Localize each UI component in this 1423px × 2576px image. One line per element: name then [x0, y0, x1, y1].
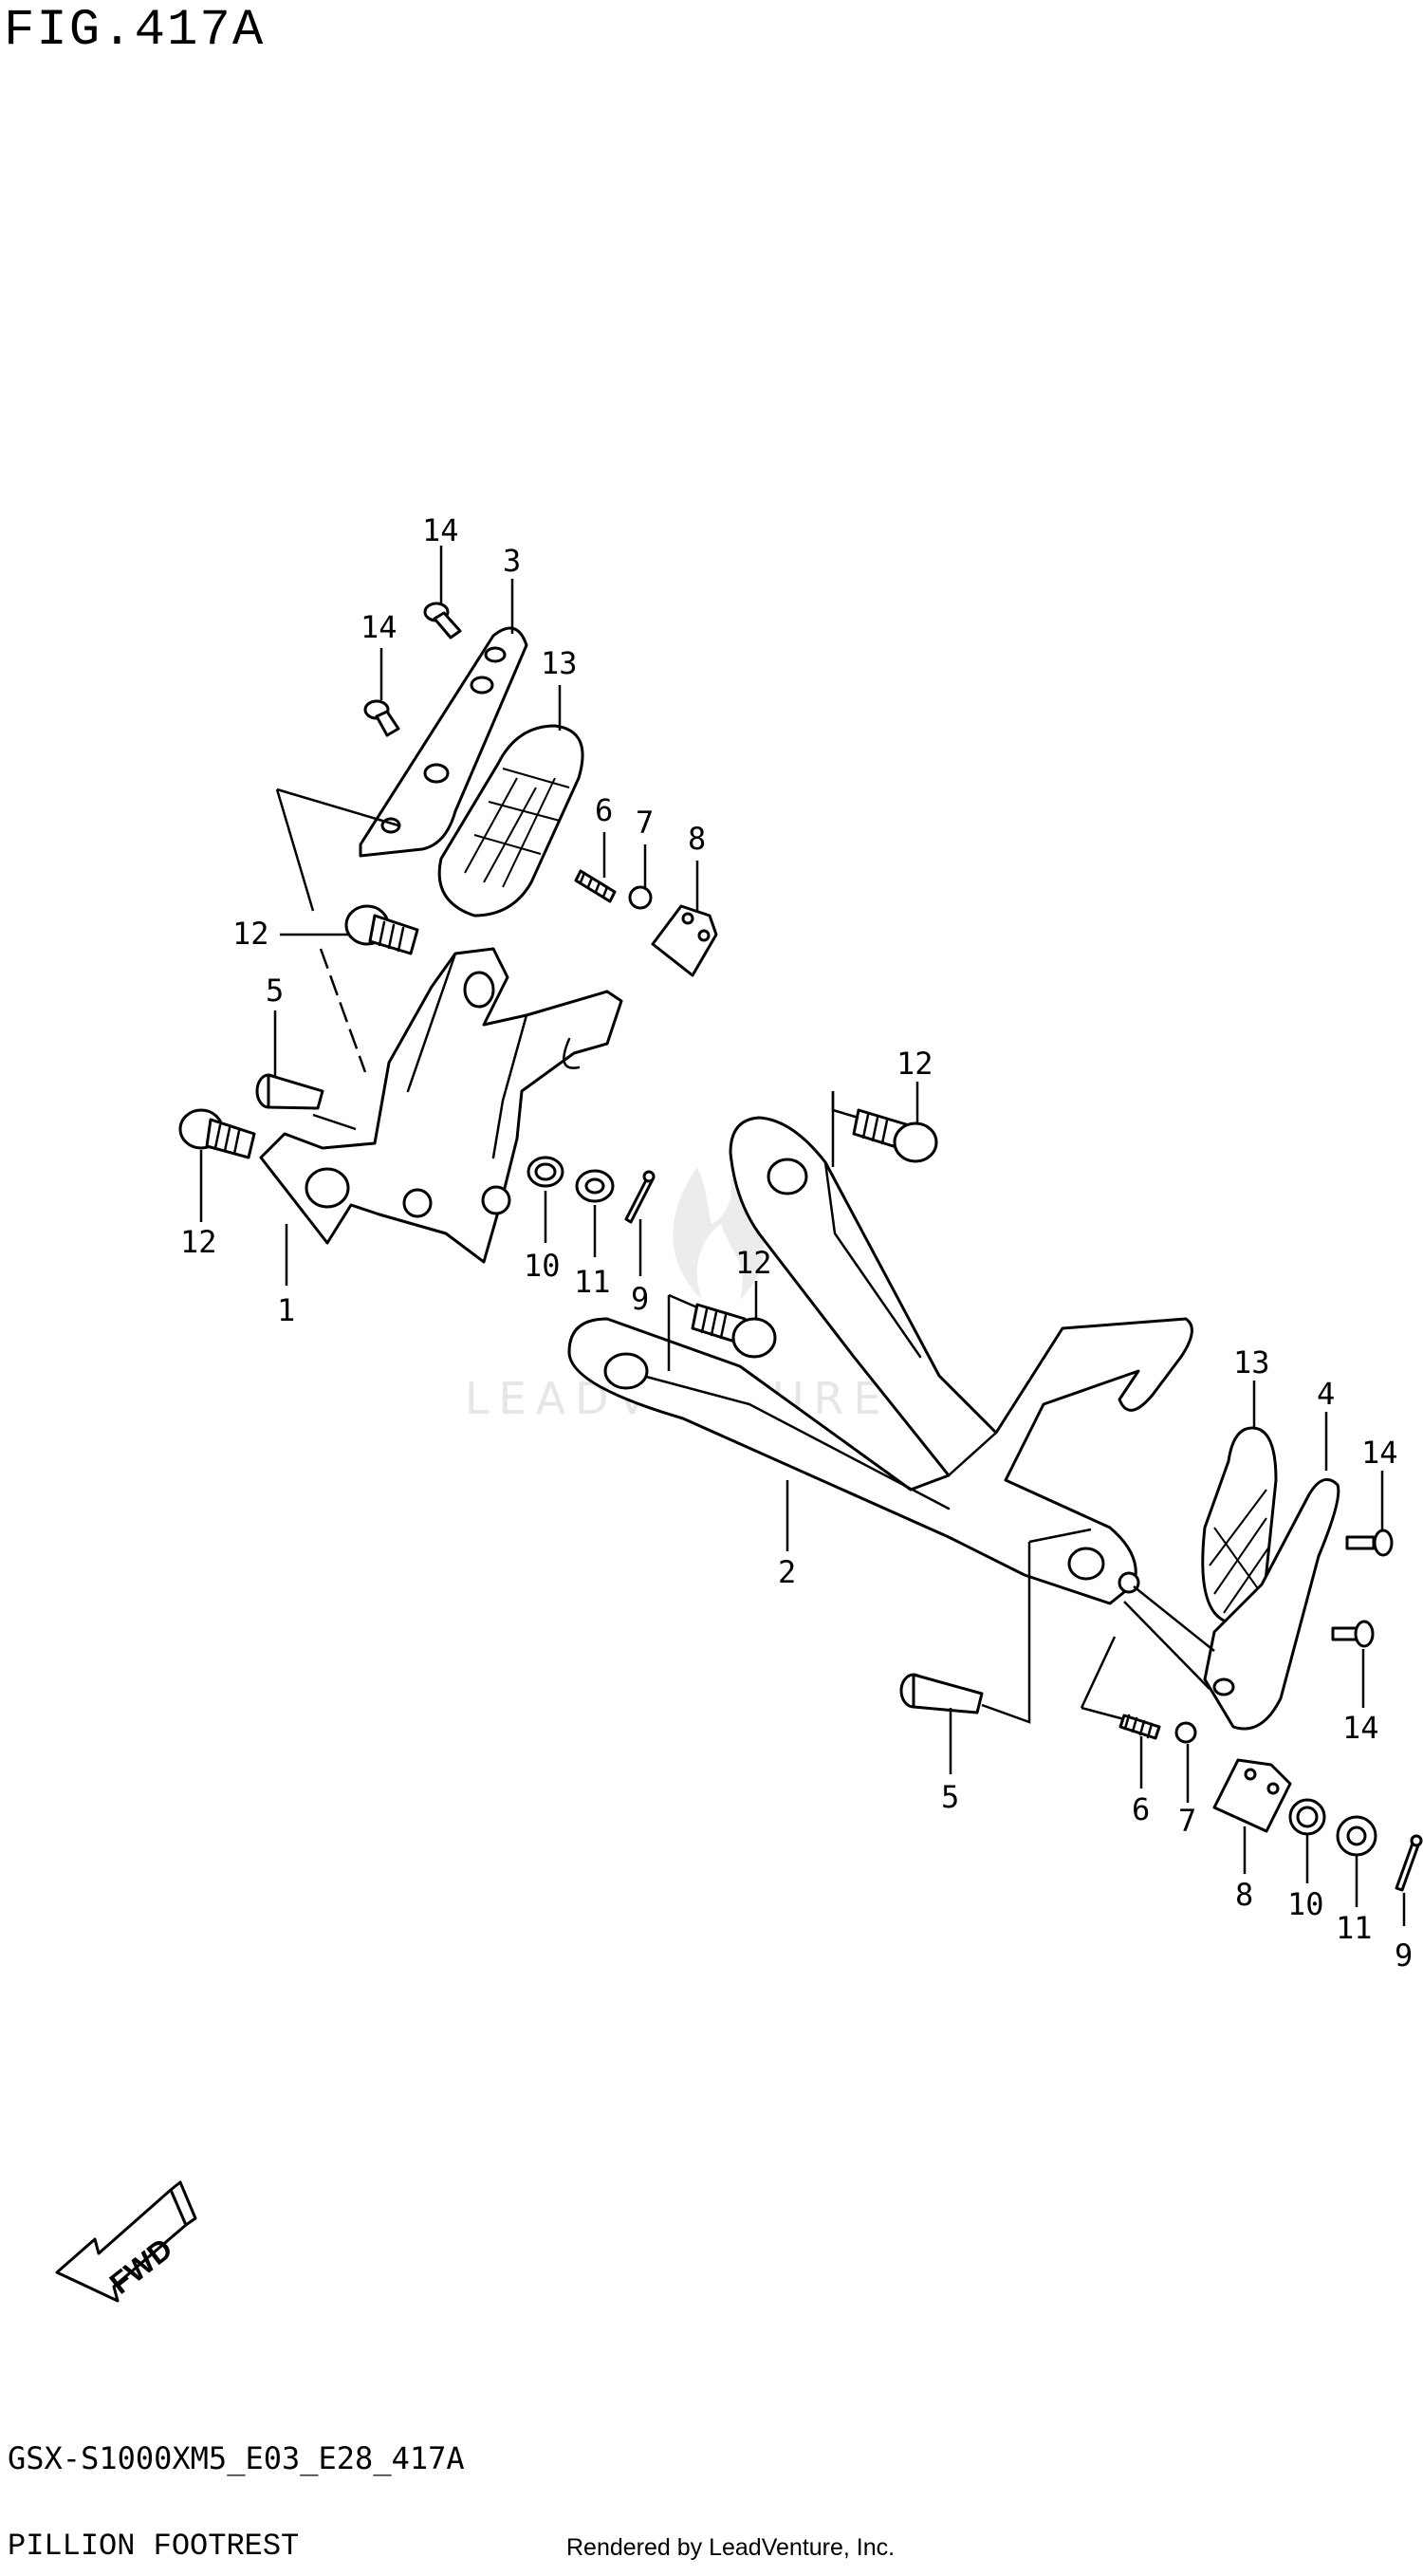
callout-14-right-upper: 14	[1361, 1435, 1398, 1471]
part-12-bolt-lower-left[interactable]	[178, 1108, 256, 1159]
part-1-bracket-left[interactable]	[259, 947, 623, 1264]
callout-1: 1	[277, 1292, 295, 1328]
callout-leaders	[199, 546, 1406, 1926]
part-12-bolt-upper-left[interactable]	[344, 904, 419, 955]
callout-12-right-upper: 12	[896, 1046, 933, 1082]
callout-14-right-lower: 14	[1342, 1710, 1379, 1746]
section-name: PILLION FOOTREST	[8, 2529, 300, 2564]
callout-12-lower-left: 12	[180, 1224, 217, 1260]
part-10-washer-right[interactable]	[1288, 1798, 1326, 1836]
callout-13-right: 13	[1233, 1344, 1270, 1381]
part-6-spring-right[interactable]	[1118, 1714, 1161, 1740]
part-13-rubber-left[interactable]	[437, 724, 584, 917]
callout-11-left: 11	[574, 1264, 611, 1300]
callout-6-right: 6	[1132, 1791, 1150, 1827]
callout-12-right-middle: 12	[735, 1245, 772, 1281]
callout-10-right: 10	[1287, 1886, 1324, 1922]
part-5-pin-right[interactable]	[899, 1673, 984, 1714]
callout-8-left: 8	[688, 821, 706, 857]
part-6-spring-left[interactable]	[574, 869, 617, 903]
part-14-screw-right-upper[interactable]	[1345, 1529, 1394, 1557]
part-5-pin-left[interactable]	[255, 1073, 324, 1110]
model-code: GSX-S1000XM5_E03_E28_417A	[8, 2440, 465, 2476]
callout-14-top: 14	[422, 512, 459, 548]
callout-5-left: 5	[266, 973, 284, 1009]
callout-13-left: 13	[541, 645, 578, 681]
part-9-cotter-pin-right[interactable]	[1395, 1834, 1423, 1892]
callout-7-right: 7	[1178, 1803, 1196, 1839]
part-11-washer-right[interactable]	[1336, 1815, 1377, 1857]
part-4-cover-right[interactable]	[1203, 1477, 1340, 1731]
callout-8-right: 8	[1235, 1877, 1253, 1913]
part-11-washer-left[interactable]	[575, 1169, 615, 1203]
part-10-washer-left[interactable]	[527, 1156, 564, 1188]
part-8-plate-left[interactable]	[651, 904, 718, 977]
callout-11-right: 11	[1336, 1910, 1373, 1946]
callout-12-upper-left: 12	[232, 916, 269, 952]
part-9-cotter-pin-left[interactable]	[624, 1170, 656, 1224]
part-3-cover-left[interactable]	[359, 626, 528, 858]
part-7-ball-left[interactable]	[628, 885, 653, 910]
callout-7-left: 7	[636, 805, 654, 841]
callout-6-left: 6	[595, 792, 613, 828]
fwd-direction-arrow: FWD	[55, 2180, 197, 2303]
part-7-ball-right[interactable]	[1174, 1721, 1197, 1744]
render-credit: Rendered by LeadVenture, Inc.	[566, 2534, 896, 2561]
part-12-bolt-right-upper[interactable]	[852, 1108, 938, 1163]
callout-9-left: 9	[631, 1281, 649, 1317]
part-14-screw-right-lower[interactable]	[1331, 1620, 1375, 1648]
part-14-screw-left[interactable]	[363, 699, 400, 737]
assembly-guide-lines	[275, 788, 1215, 1724]
callout-9-right: 9	[1395, 1937, 1413, 1974]
callout-10-left: 10	[524, 1248, 561, 1284]
callout-14-left: 14	[360, 609, 397, 645]
part-12-bolt-right-middle[interactable]	[691, 1303, 777, 1359]
callout-3: 3	[503, 543, 521, 579]
callout-5-right: 5	[941, 1779, 959, 1815]
part-8-plate-right[interactable]	[1212, 1758, 1292, 1833]
part-2-bracket-right[interactable]	[567, 1116, 1193, 1605]
figure-title: FIG.417A	[4, 2, 266, 60]
part-14-screw-top[interactable]	[423, 602, 462, 639]
callout-4: 4	[1317, 1376, 1335, 1412]
part-13-rubber-right[interactable]	[1201, 1426, 1278, 1624]
callout-2: 2	[778, 1554, 796, 1590]
callout-labels: 14 3 14 13 6 7 8 12 5 12 1 10 11 9 12 12…	[180, 512, 1413, 1974]
